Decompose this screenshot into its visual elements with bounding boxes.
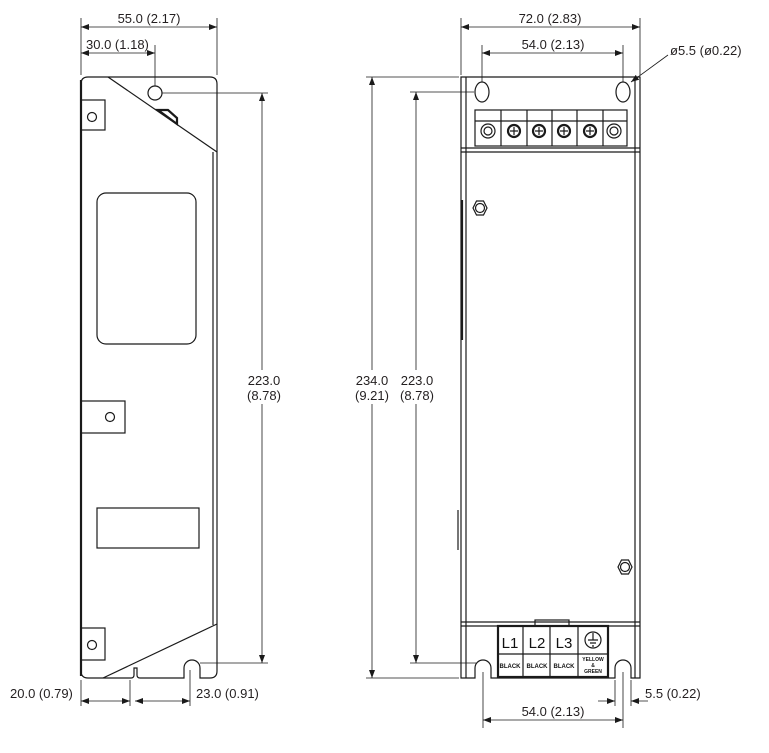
top-terminal-block bbox=[474, 109, 628, 147]
front-view: L1 L2 L3 BLACK BLACK BLACK YELLOW & GREE… bbox=[348, 11, 742, 728]
dim-hole-spacing: 223.0 bbox=[248, 373, 281, 388]
side-bracket-top bbox=[80, 99, 106, 131]
terminal-color-l1: BLACK bbox=[500, 664, 522, 670]
side-bracket-middle bbox=[80, 400, 126, 434]
screw-icon bbox=[556, 123, 572, 139]
bracket-hole bbox=[104, 411, 116, 423]
dim-hole-spacing-bottom: 54.0 (2.13) bbox=[522, 704, 585, 719]
terminal-color-l3: BLACK bbox=[554, 664, 576, 670]
dim-hole-offset: 30.0 (1.18) bbox=[86, 37, 149, 52]
dim-hole-pitch: 223.0 bbox=[401, 373, 434, 388]
side-body-outline bbox=[80, 76, 218, 679]
screw-icon bbox=[582, 123, 598, 139]
front-body-outline bbox=[460, 76, 641, 679]
dim-front-width: 72.0 (2.83) bbox=[519, 11, 582, 26]
dim-bottom-slot: 23.0 (0.91) bbox=[196, 686, 259, 701]
terminal-label-l2: L2 bbox=[529, 635, 546, 652]
bottom-terminal-labels bbox=[496, 624, 610, 679]
terminal-label-l1: L1 bbox=[502, 635, 519, 652]
top-terminals bbox=[480, 110, 622, 146]
dim-overall-height: 234.0 bbox=[356, 373, 389, 388]
bolt-icon bbox=[472, 200, 488, 216]
bolt-icon bbox=[617, 559, 633, 575]
ground-color-line2: & bbox=[591, 663, 595, 669]
side-view: 55.0 (2.17) 30.0 (1.18) 223.0 (8.78) 20.… bbox=[10, 11, 290, 706]
terminal-label-l3: L3 bbox=[556, 635, 573, 652]
ground-color-line1: YELLOW bbox=[582, 657, 604, 663]
side-bracket-bottom bbox=[80, 627, 106, 661]
dim-hole-pitch-inch: (8.78) bbox=[400, 388, 434, 403]
dim-hole-spacing-inch: (8.78) bbox=[247, 388, 281, 403]
screw-icon bbox=[531, 123, 547, 139]
ground-icon bbox=[584, 631, 602, 649]
dim-overall-width: 55.0 (2.17) bbox=[118, 11, 181, 26]
dim-hole-spacing-top: 54.0 (2.13) bbox=[522, 37, 585, 52]
dim-bottom-left: 20.0 (0.79) bbox=[10, 686, 73, 701]
side-tab bbox=[154, 108, 179, 127]
screw-icon bbox=[506, 123, 522, 139]
terminal-color-l2: BLACK bbox=[527, 664, 549, 670]
dim-slot-width: 5.5 (0.22) bbox=[645, 686, 701, 701]
side-label-area bbox=[96, 507, 200, 549]
dim-overall-height-inch: (9.21) bbox=[355, 388, 389, 403]
dim-hole-diameter: ø5.5 (ø0.22) bbox=[670, 43, 742, 58]
bracket-hole bbox=[86, 111, 98, 123]
side-window bbox=[96, 192, 197, 345]
front-mount-hole-left bbox=[474, 81, 490, 103]
side-mount-hole bbox=[147, 85, 163, 101]
ground-color-line3: GREEN bbox=[584, 669, 602, 675]
front-mount-hole-right bbox=[615, 81, 631, 103]
side-bottom-chamfer bbox=[102, 623, 218, 679]
bracket-hole bbox=[86, 639, 98, 651]
